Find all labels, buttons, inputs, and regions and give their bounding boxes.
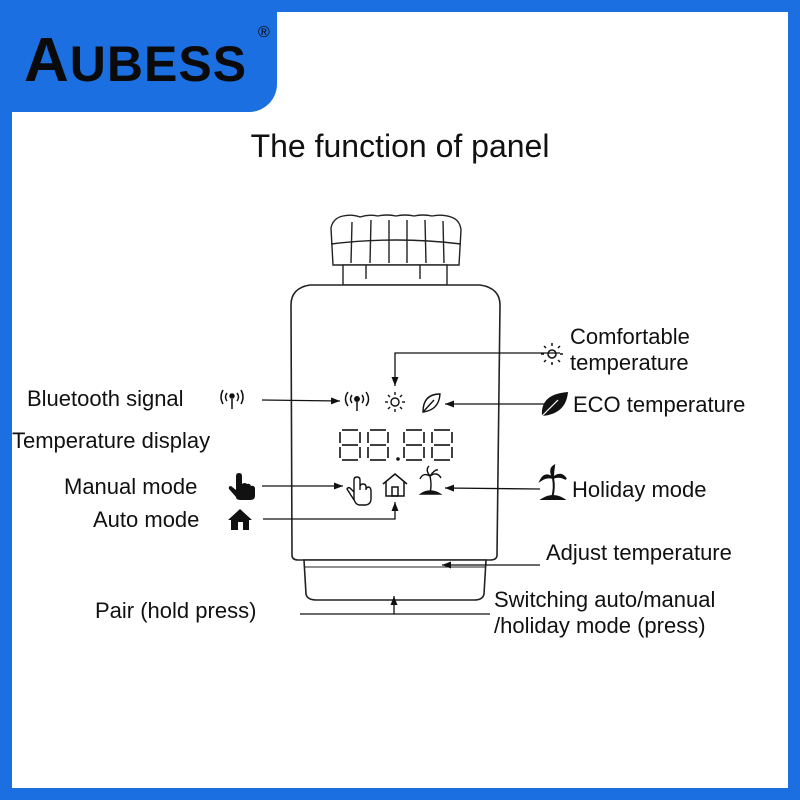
signal-icon xyxy=(220,389,244,409)
hand-icon xyxy=(228,473,255,500)
page-title: The function of panel xyxy=(250,128,550,164)
leaf-icon xyxy=(541,392,568,417)
label-switching-2: /holiday mode (press) xyxy=(494,613,706,638)
label-comfortable-2: temperature xyxy=(570,350,689,375)
brand-logo: AUBESS xyxy=(24,26,248,95)
label-auto-mode: Auto mode xyxy=(93,507,200,532)
palm-tree-icon xyxy=(418,465,443,495)
label-bluetooth: Bluetooth signal xyxy=(27,386,184,411)
label-temperature-display: Temperature display xyxy=(12,428,211,453)
label-manual-mode: Manual mode xyxy=(64,474,198,499)
leader-lines xyxy=(261,352,560,615)
thermostat-neck xyxy=(342,264,448,286)
palm-tree-icon xyxy=(538,464,567,500)
label-adjust: Adjust temperature xyxy=(546,540,732,565)
display-dot xyxy=(396,457,400,461)
temperature-display xyxy=(339,429,453,461)
hand-icon xyxy=(346,476,372,506)
leaf-icon xyxy=(422,393,441,413)
sun-icon xyxy=(541,343,563,365)
label-pair: Pair (hold press) xyxy=(95,598,257,623)
label-holiday: Holiday mode xyxy=(572,477,707,502)
house-icon xyxy=(382,473,408,497)
label-eco: ECO temperature xyxy=(573,392,746,417)
sun-icon xyxy=(385,392,405,412)
house-icon xyxy=(228,509,252,530)
label-switching: Switching auto/manual xyxy=(494,587,716,612)
registered-mark: ® xyxy=(258,24,270,41)
thermostat-cap xyxy=(330,214,462,266)
label-comfortable: Comfortable xyxy=(570,324,690,349)
signal-icon xyxy=(344,391,370,411)
adjust-ring[interactable] xyxy=(303,559,487,601)
brand-badge: AUBESS ® xyxy=(12,12,277,112)
